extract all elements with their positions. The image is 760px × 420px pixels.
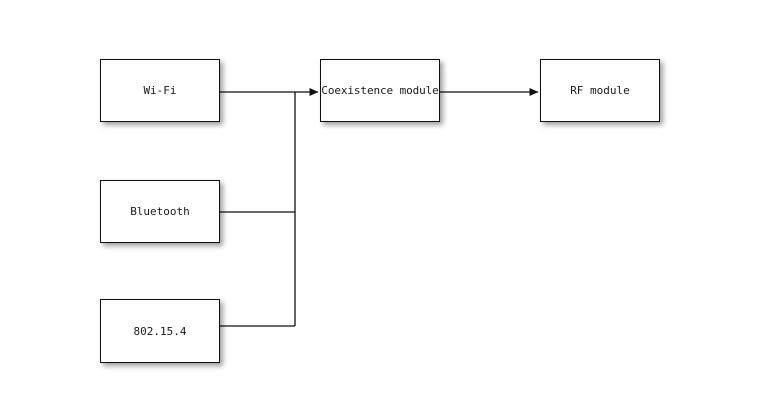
- node-rf-module[interactable]: RF module: [540, 59, 660, 122]
- node-802-15-4-label: 802.15.4: [133, 324, 187, 338]
- node-coexistence-module-label: Coexistence module: [321, 84, 439, 97]
- node-bluetooth[interactable]: Bluetooth: [100, 180, 220, 243]
- node-802-15-4[interactable]: 802.15.4: [100, 299, 220, 363]
- node-wifi[interactable]: Wi-Fi: [100, 59, 220, 122]
- node-coexistence-module[interactable]: Coexistence module: [320, 59, 440, 122]
- node-bluetooth-label: Bluetooth: [130, 205, 190, 218]
- node-wifi-label: Wi-Fi: [143, 84, 177, 97]
- node-rf-module-label: RF module: [570, 84, 630, 97]
